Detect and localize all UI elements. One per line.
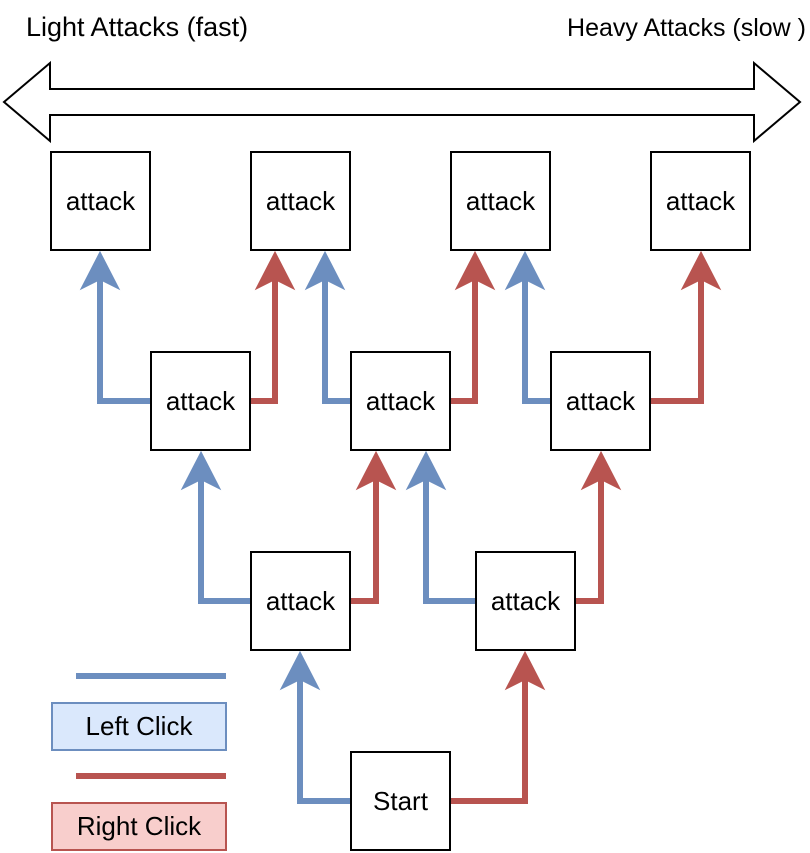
- attack-node-top-3: attack: [450, 151, 551, 251]
- right-arrowhead: [680, 250, 722, 291]
- legend-left-click: Left Click: [51, 702, 227, 751]
- attack-node-top-4: attack: [650, 151, 751, 251]
- left-arrowhead: [279, 650, 321, 691]
- right-arrowhead: [504, 650, 546, 691]
- right-edge-row3b: [576, 476, 604, 604]
- legend-right-click: Right Click: [51, 802, 227, 851]
- right-edge-row2a: [251, 276, 278, 404]
- right-edge-row3a: [351, 476, 379, 604]
- left-edge-row2b: [322, 276, 351, 404]
- right-arrowhead: [355, 450, 397, 491]
- left-edge-row2a: [97, 276, 151, 404]
- right-arrowhead: [254, 250, 296, 291]
- light-attacks-label: Light Attacks (fast): [26, 12, 249, 42]
- attack-node-low-2: attack: [475, 551, 576, 651]
- left-arrowhead: [405, 450, 447, 491]
- left-edge-row3a: [198, 476, 251, 604]
- right-arrowhead: [454, 250, 496, 291]
- attack-node-mid-2: attack: [350, 351, 451, 451]
- right-edge-start: [451, 676, 528, 804]
- right-edge-row2b: [451, 276, 478, 404]
- attack-node-low-1: attack: [250, 551, 351, 651]
- heavy-attacks-label: Heavy Attacks (slow ): [567, 14, 806, 42]
- left-arrowhead: [180, 450, 222, 491]
- attack-node-top-2: attack: [250, 151, 351, 251]
- start-node: Start: [350, 751, 451, 851]
- right-arrowhead: [580, 450, 622, 491]
- attack-node-mid-1: attack: [150, 351, 251, 451]
- left-edge-row2c: [522, 276, 551, 404]
- left-arrowhead: [79, 250, 121, 291]
- left-arrowhead: [504, 250, 546, 291]
- left-edge-row3b: [423, 476, 476, 604]
- speed-scale-arrow: [2, 60, 802, 144]
- right-edge-row2c: [651, 276, 704, 404]
- attack-node-top-1: attack: [50, 151, 151, 251]
- left-arrowhead: [304, 250, 346, 291]
- left-edge-start: [297, 676, 351, 804]
- attack-node-mid-3: attack: [550, 351, 651, 451]
